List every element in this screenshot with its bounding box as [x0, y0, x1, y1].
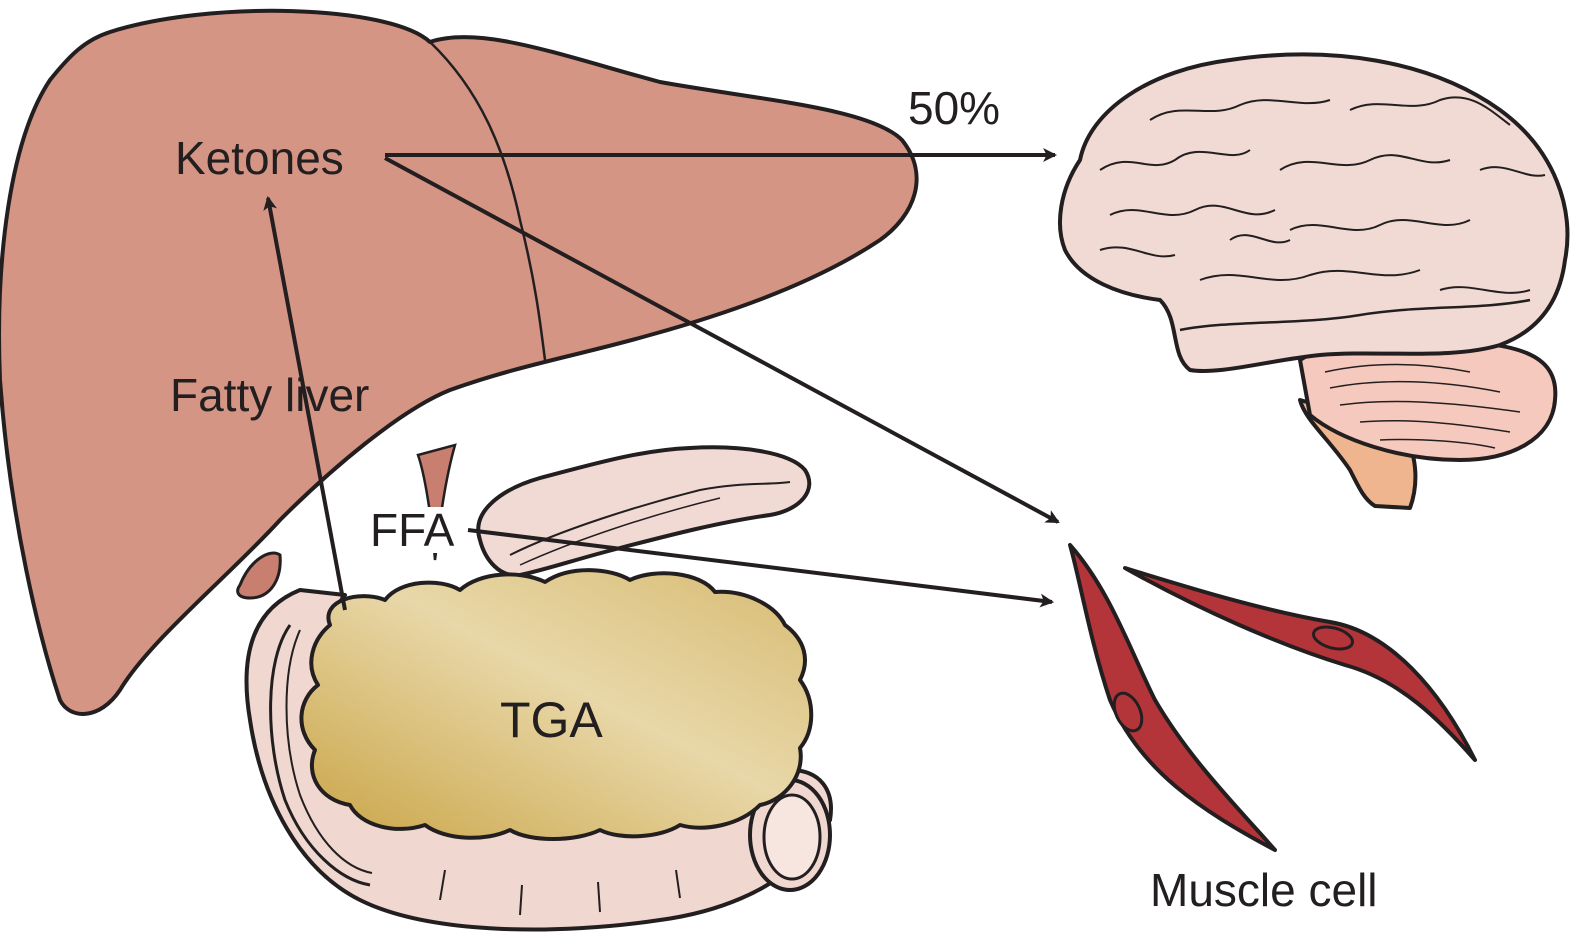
arrow-ketones-to-muscle: [384, 156, 1060, 524]
arrow-ffa-to-muscle: [467, 528, 1055, 608]
adipose-tissue: [299, 568, 814, 841]
arrow-fat-to-ketones: [263, 195, 347, 611]
ffa-label: FFA: [366, 507, 459, 553]
tga-label: TGA: [500, 692, 603, 748]
brain: [1058, 52, 1570, 510]
fatty-liver-label: Fatty liver: [170, 369, 370, 421]
pancreas: [476, 445, 812, 578]
muscle-cell-label: Muscle cell: [1150, 864, 1378, 916]
arrows: [263, 148, 1060, 611]
brain-percent-label: 50%: [908, 82, 1001, 134]
muscle-cells: [1068, 543, 1477, 852]
liver: [0, 8, 919, 716]
ketones-label: Ketones: [175, 132, 344, 184]
intestine: [244, 588, 833, 932]
